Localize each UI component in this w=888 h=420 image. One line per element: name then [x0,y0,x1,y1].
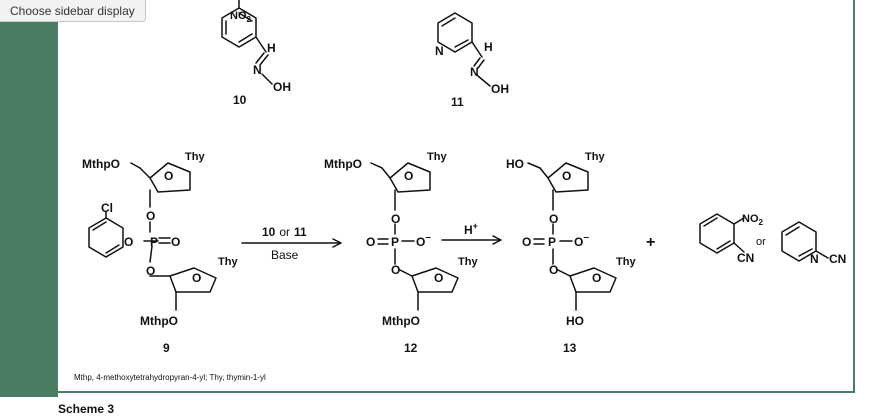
c10-h: H [267,41,276,55]
c13-number: 13 [563,341,577,355]
c9-cl: Cl [101,201,113,215]
c13-o-double: O [522,235,531,249]
byproduct-b-ring-n: N [810,252,819,266]
c11-number: 11 [451,95,464,109]
compound-10-bonds [221,0,273,85]
c11-h: H [484,40,493,54]
c12-ring-o-top: O [404,169,413,183]
c12-o-minus: O– [416,232,431,249]
c9-mthpo-bottom: MthpO [140,314,178,328]
c13-ho-bottom: HO [566,314,584,328]
c12-number: 12 [404,341,418,355]
c9-thy-bottom: Thy [218,256,238,268]
scheme-caption: Scheme 3 [58,402,115,416]
c13-ring-o-bottom: O [592,271,601,285]
arrow-2 [441,235,502,245]
c11-ring-n: N [435,44,444,58]
c12-o-link-top: O [391,212,400,226]
c9-ring-o-bottom: O [192,271,201,285]
arrow2-label: H+ [464,221,478,237]
byproduct-b-cn: CN [829,252,846,266]
sidebar-strip [0,0,58,397]
byproduct-a-bonds [699,213,745,254]
c12-mthpo-top: MthpO [324,157,362,171]
c9-o-link-top: O [146,209,155,223]
c13-thy-bottom: Thy [616,256,636,268]
c9-o-double: O [171,235,180,249]
footnote: Mthp, 4-methoxytetrahydropyran-4-yl; Thy… [74,373,266,382]
c13-o-link-bottom: O [549,263,558,277]
c11-oh: OH [491,82,509,96]
byproduct-or: or [756,236,766,248]
c13-o-minus: O– [574,232,589,249]
byproduct-a-cn: CN [737,251,754,265]
c12-thy-top: Thy [427,151,447,163]
compound-11-bonds [437,12,491,87]
c13-ring-o-top: O [562,169,571,183]
c13-o-link-top: O [549,212,558,226]
c12-o-double: O [366,235,375,249]
c9-mthpo-top: MthpO [82,157,120,171]
c12-ring-o-bottom: O [434,271,443,285]
c10-number: 10 [233,93,247,107]
c13-thy-top: Thy [585,151,605,163]
c12-mthpo-bottom: MthpO [382,314,420,328]
c12-p: P [391,235,399,249]
arrow-1 [241,238,342,248]
plus-sign: + [646,234,655,251]
compound-13-bonds [527,162,617,311]
c10-n: N [253,63,262,77]
sidebar-display-button[interactable]: Choose sidebar display [0,0,146,22]
c10-oh: OH [273,80,291,94]
c9-p: P [150,235,158,249]
arrow1-base: Base [271,248,299,262]
c12-o-link-bottom: O [391,263,400,277]
c11-n: N [470,65,479,79]
c9-thy-top: Thy [185,151,205,163]
c10-no2-text: NO2 [230,10,252,24]
c9-o-link-bottom: O [146,264,155,278]
compound-9-bonds [88,162,217,311]
byproduct-a-no2: NO2 [742,213,764,227]
c13-p: P [548,235,556,249]
c12-thy-bottom: Thy [458,256,478,268]
c13-ho-top: HO [506,157,524,171]
c9-o-aryl: O [124,235,133,249]
scheme-frame [58,0,855,393]
compound-12-bonds [370,162,459,311]
c9-number: 9 [163,341,170,355]
c9-ring-o-top: O [164,169,173,183]
byproduct-b-bonds [781,221,829,262]
